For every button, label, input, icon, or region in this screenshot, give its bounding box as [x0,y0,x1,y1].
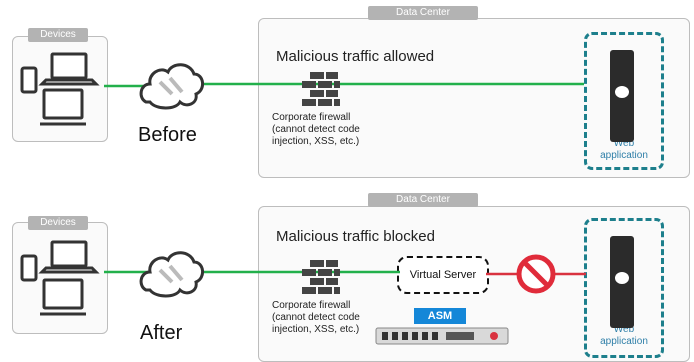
before-devices-tag: Devices [28,28,88,42]
after-web-caption-line1: Web [613,324,635,335]
before-caption: Before [138,124,197,146]
after-devices-tag: Devices [28,216,88,230]
after-firewall-caption: Corporate firewall (cannot detect code i… [272,300,360,336]
after-title: Malicious traffic blocked [276,228,435,245]
before-title: Malicious traffic allowed [276,48,435,65]
before-web-caption-line1: Web [613,138,635,149]
before-firewall-caption-line3: injection, XSS, etc.) [272,136,360,147]
after-firewall-caption-line2: (cannot detect code [272,312,360,323]
after-devices-icon [20,240,100,316]
block-icon [516,254,556,294]
before-datacenter-tag: Data Center [368,6,478,20]
before-firewall-caption: Corporate firewall (cannot detect code i… [272,112,360,148]
after-cloud-icon [139,251,204,298]
before-web-app-caption: Web application [587,138,661,162]
after-server-icon [610,236,634,328]
before-firewall-icon [302,72,340,106]
virtual-server-label: Virtual Server [409,269,477,281]
before-devices-icon [20,52,100,126]
after-caption: After [140,322,183,344]
before-cloud-icon [139,63,204,110]
before-firewall-caption-line2: (cannot detect code [272,124,360,135]
after-firewall-caption-line1: Corporate firewall [272,300,351,311]
after-web-app-caption: Web application [587,324,661,348]
after-datacenter-tag: Data Center [368,193,478,207]
after-web-app-box [584,218,664,358]
before-server-icon [610,50,634,142]
after-firewall-caption-line3: injection, XSS, etc.) [272,324,360,335]
before-firewall-caption-line1: Corporate firewall [272,112,351,123]
before-web-caption-line2: application [600,150,648,161]
before-web-app-box [584,32,664,170]
asm-badge: ASM [414,308,466,324]
virtual-server-box: Virtual Server [397,256,489,294]
after-firewall-icon [302,260,340,294]
after-web-caption-line2: application [600,336,648,347]
asm-appliance-icon [375,327,509,345]
